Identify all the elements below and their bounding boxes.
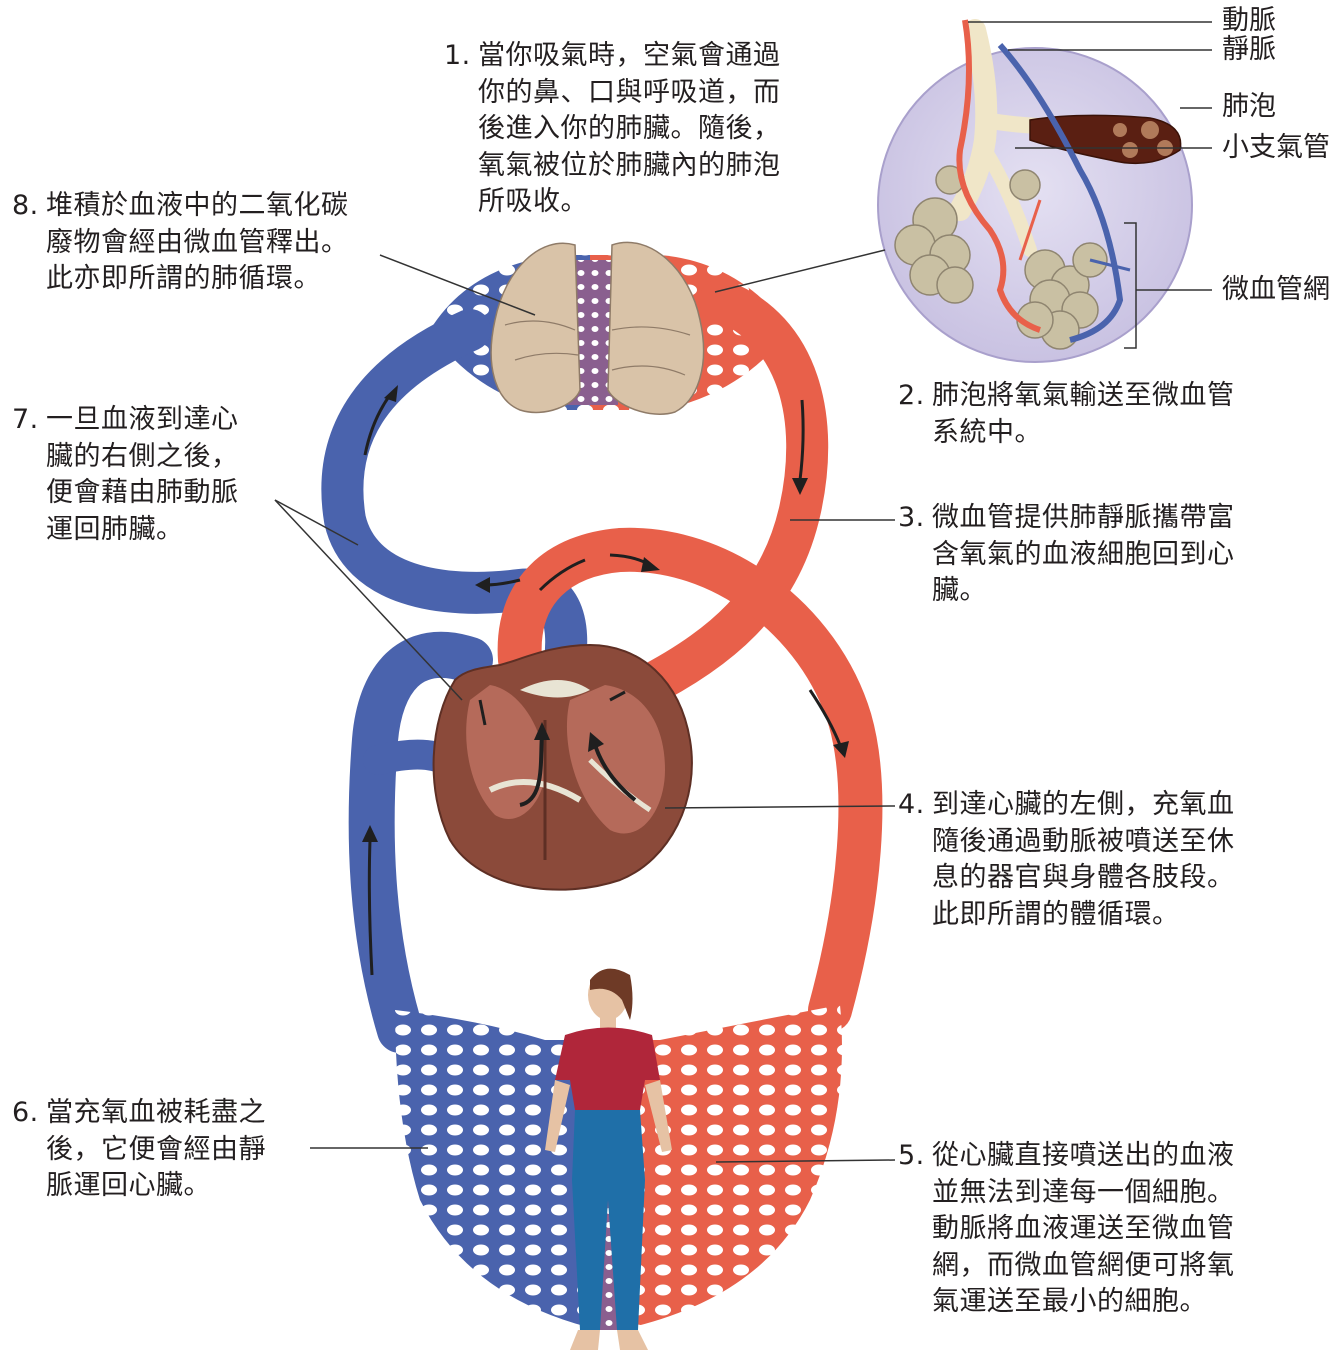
- label-alveoli: 肺泡: [1222, 92, 1276, 122]
- caption-number: 5.: [898, 1138, 925, 1175]
- caption-text: 到達心臟的左側，充氧血 隨後通過動脈被噴送至休 息的器官與身體各肢段。 此即所謂…: [898, 787, 1278, 933]
- caption-text: 微血管提供肺靜脈攜帶富 含氧氣的血液細胞回到心 臟。: [898, 500, 1278, 610]
- label-capillary-network: 微血管網: [1222, 275, 1330, 305]
- caption-step-1: 1. 當你吸氣時，空氣會通過 你的鼻、口與呼吸道，而 後進入你的肺臟。隨後， 氧…: [444, 38, 824, 221]
- caption-step-3: 3. 微血管提供肺靜脈攜帶富 含氧氣的血液細胞回到心 臟。: [898, 500, 1278, 610]
- caption-number: 1.: [444, 38, 471, 75]
- caption-number: 7.: [12, 402, 39, 439]
- heart-cross-section: [434, 645, 692, 890]
- alveoli-magnified-inset: [878, 20, 1192, 362]
- caption-text: 堆積於血液中的二氧化碳 廢物會經由微血管釋出。 此亦即所謂的肺循環。: [12, 188, 392, 298]
- caption-text: 當你吸氣時，空氣會通過 你的鼻、口與呼吸道，而 後進入你的肺臟。隨後， 氧氣被位…: [444, 38, 824, 221]
- caption-number: 3.: [898, 500, 925, 537]
- caption-text: 從心臟直接噴送出的血液 並無法到達每一個細胞。 動脈將血液運送至微血管 網，而微…: [898, 1138, 1278, 1321]
- caption-step-5: 5. 從心臟直接噴送出的血液 並無法到達每一個細胞。 動脈將血液運送至微血管 網…: [898, 1138, 1278, 1321]
- label-artery: 動脈: [1222, 6, 1276, 36]
- caption-text: 當充氧血被耗盡之 後，它便會經由靜 脈運回心臟。: [12, 1095, 312, 1205]
- label-vein: 靜脈: [1222, 35, 1276, 65]
- caption-text: 一旦血液到達心 臟的右側之後， 便會藉由肺動脈 運回肺臟。: [12, 402, 292, 548]
- caption-step-8: 8. 堆積於血液中的二氧化碳 廢物會經由微血管釋出。 此亦即所謂的肺循環。: [12, 188, 392, 298]
- caption-step-4: 4. 到達心臟的左側，充氧血 隨後通過動脈被噴送至休 息的器官與身體各肢段。 此…: [898, 787, 1278, 933]
- caption-number: 2.: [898, 378, 925, 415]
- caption-text: 肺泡將氧氣輸送至微血管 系統中。: [898, 378, 1278, 451]
- caption-step-6: 6. 當充氧血被耗盡之 後，它便會經由靜 脈運回心臟。: [12, 1095, 312, 1205]
- caption-number: 4.: [898, 787, 925, 824]
- caption-number: 6.: [12, 1095, 39, 1132]
- caption-number: 8.: [12, 188, 39, 225]
- label-bronchiole: 小支氣管: [1222, 133, 1330, 163]
- caption-step-7: 7. 一旦血液到達心 臟的右側之後， 便會藉由肺動脈 運回肺臟。: [12, 402, 292, 548]
- caption-step-2: 2. 肺泡將氧氣輸送至微血管 系統中。: [898, 378, 1278, 451]
